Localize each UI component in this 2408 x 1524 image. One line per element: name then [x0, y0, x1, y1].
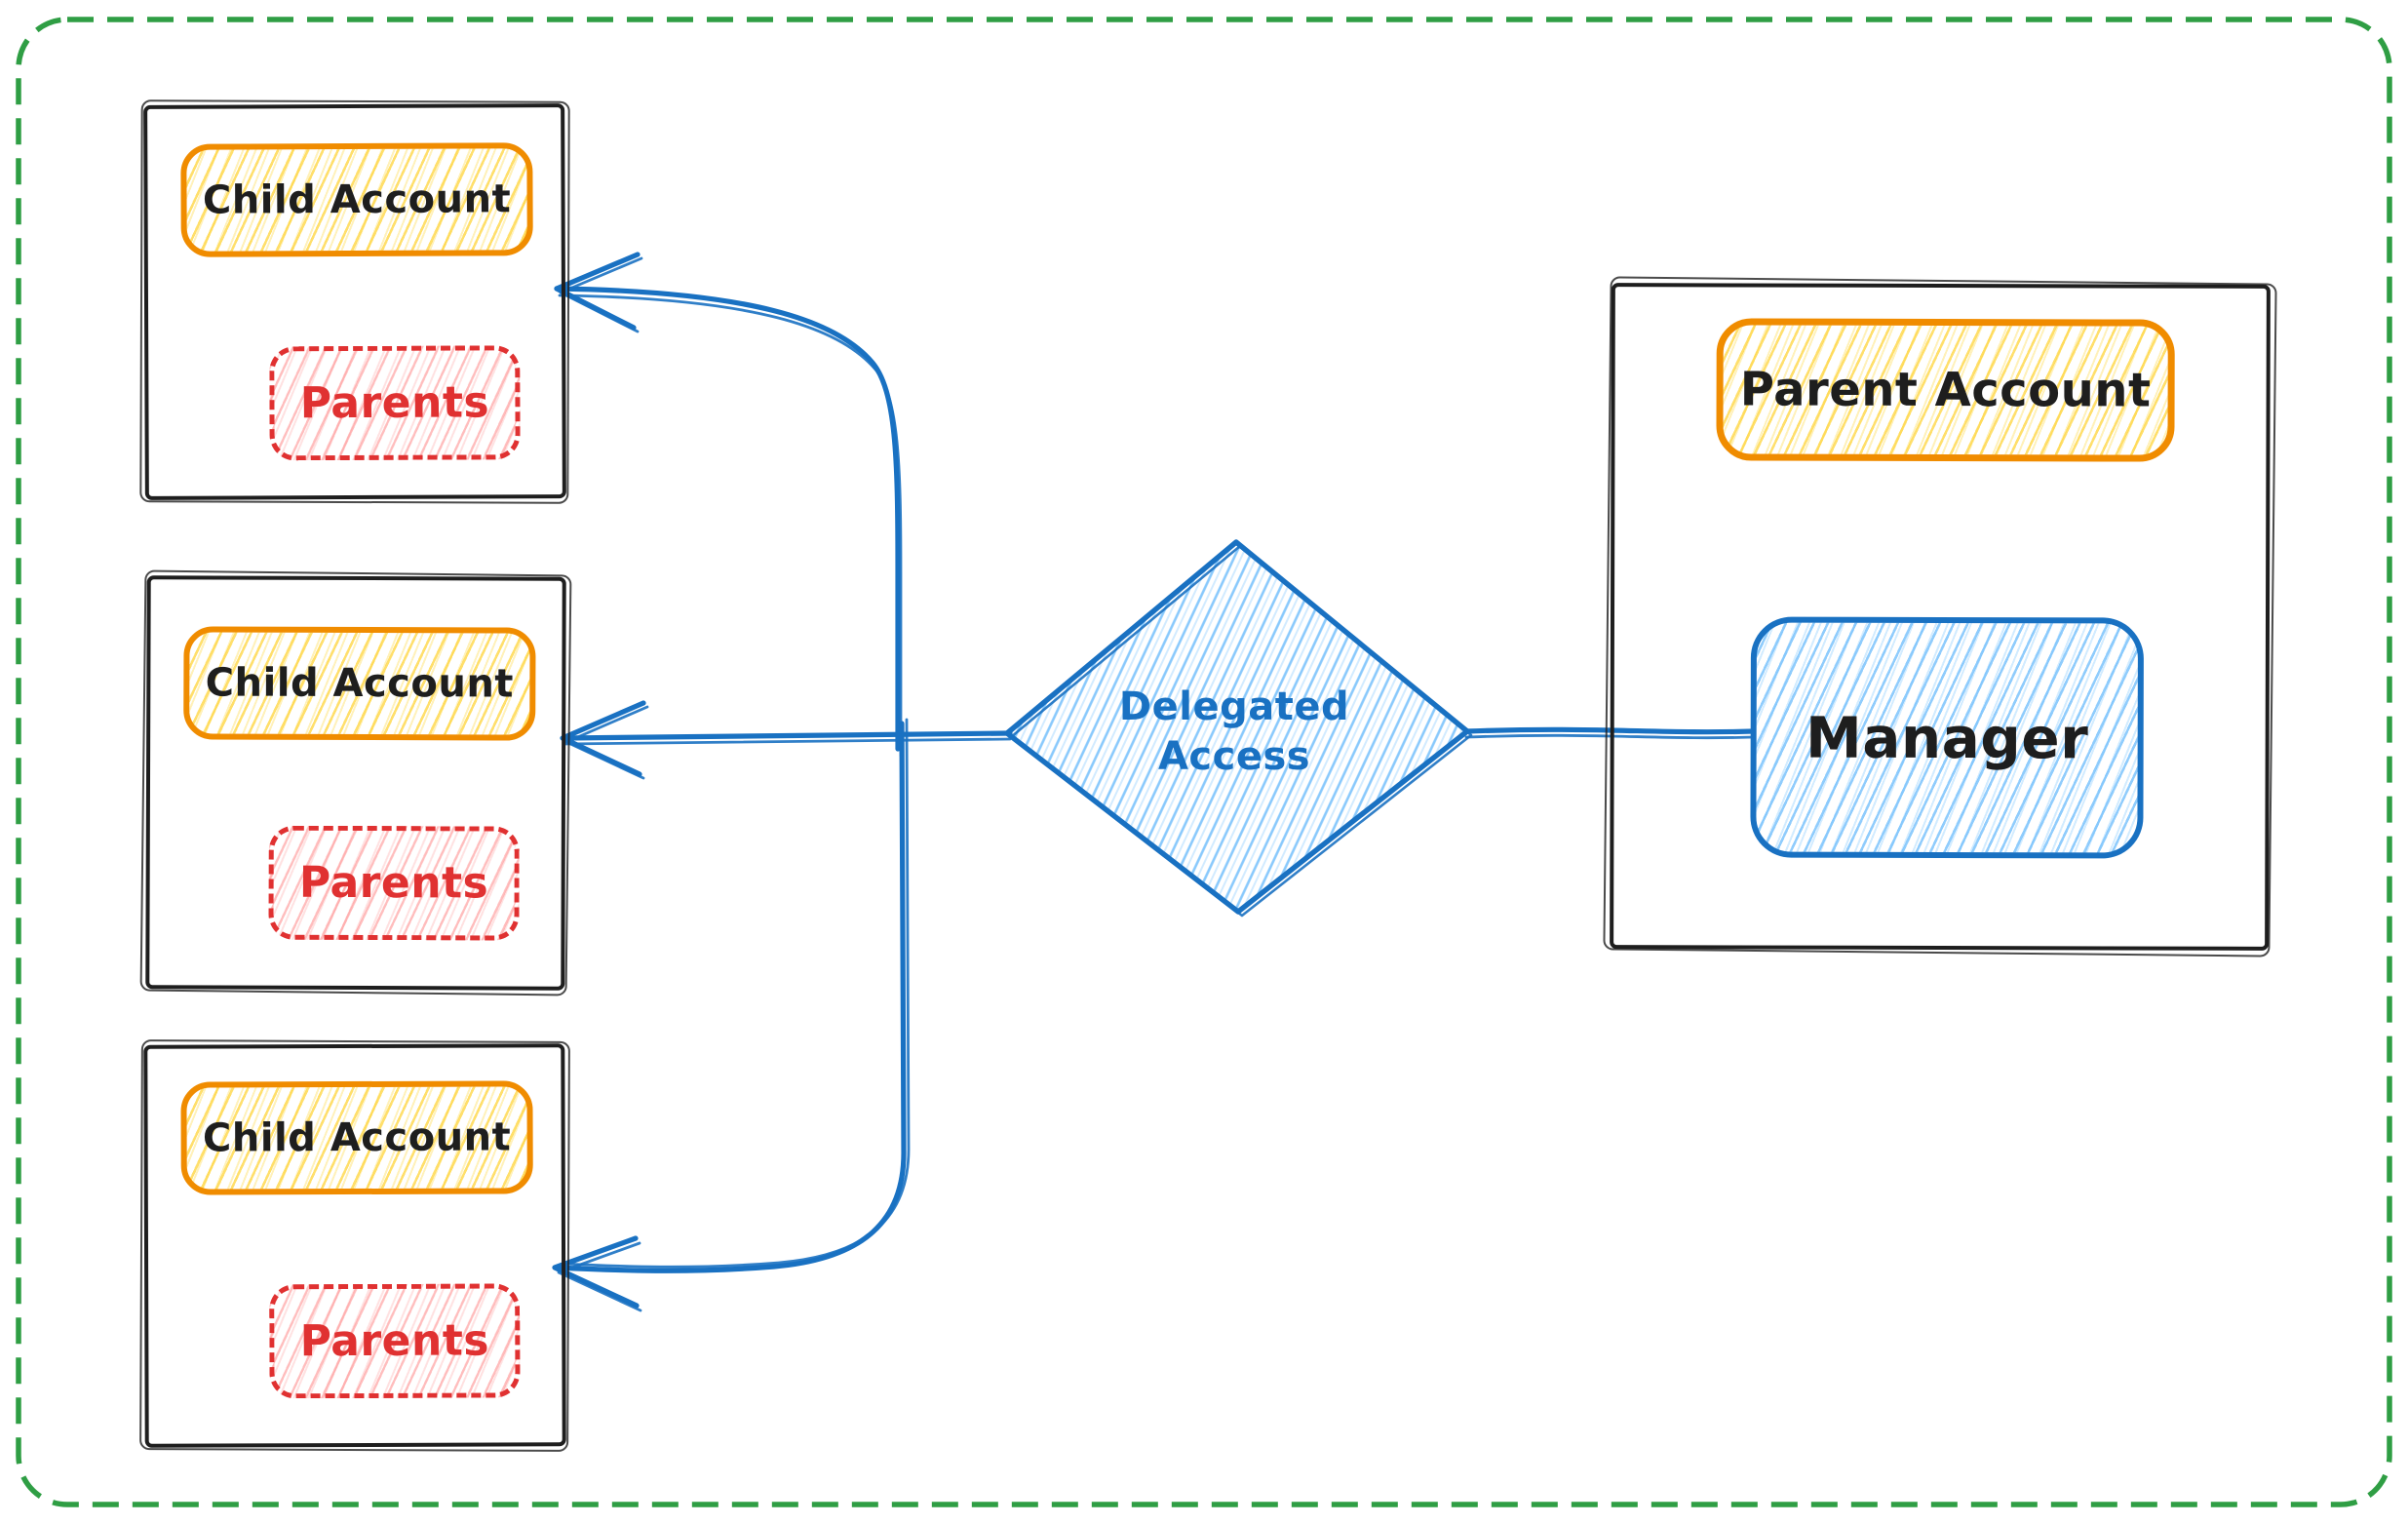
edge-diamond-to-child-2 — [563, 703, 1010, 780]
canvas-dashed-frame — [16, 17, 2392, 1507]
parents-tag-3: Parents — [269, 1283, 521, 1399]
parent-account-label: Parent Account — [1716, 318, 2175, 462]
child-account-label-1: Child Account — [180, 142, 533, 257]
parents-tag-1: Parents — [269, 345, 521, 461]
child-account-label-2: Child Account — [183, 626, 536, 741]
child-account-box-2: Child Account Parents — [145, 575, 566, 991]
child-account-label-3: Child Account — [180, 1080, 533, 1195]
edge-diamond-to-child-3 — [555, 718, 911, 1312]
manager-node: Manager — [1750, 616, 2144, 859]
child-account-box-1: Child Account Parents — [143, 103, 566, 500]
parent-account-box: Parent Account Manager — [1610, 283, 2271, 951]
edge-diamond-to-child-1 — [557, 254, 903, 758]
child-account-box-3: Child Account Parents — [143, 1043, 566, 1448]
arrowhead-icon — [555, 1238, 642, 1312]
arrowhead-icon — [563, 703, 649, 780]
delegated-access-label: Delegated Access — [1118, 684, 1350, 779]
delegated-access-diamond — [1004, 539, 1473, 918]
parents-tag-2: Parents — [268, 825, 520, 941]
